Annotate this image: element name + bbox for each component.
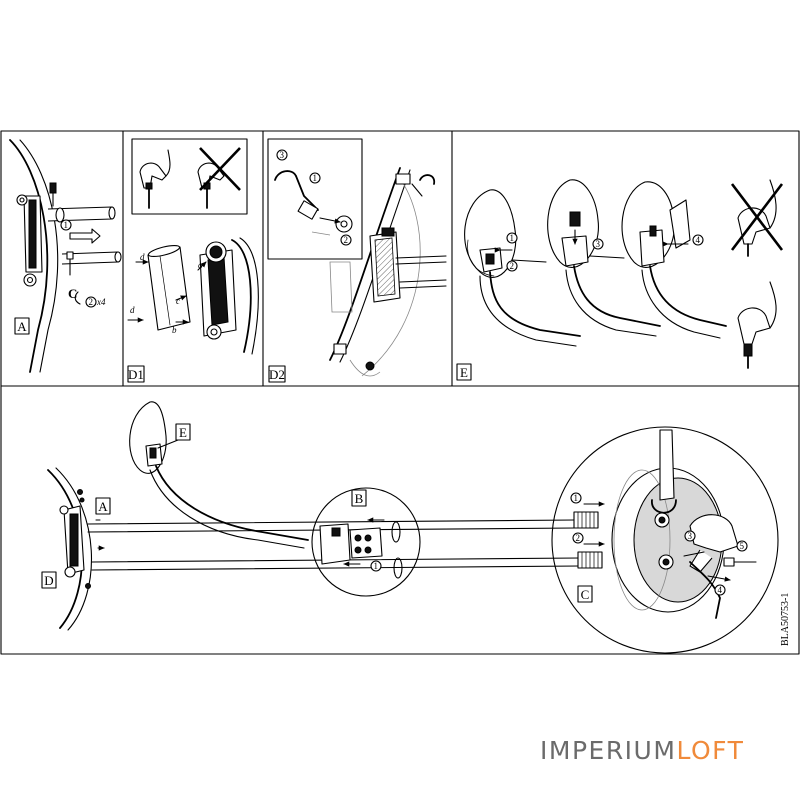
d2-step-3: 3 (280, 150, 285, 160)
d1-part-d-bottom: d (130, 305, 135, 315)
panel-d2-label: D2 (269, 367, 285, 382)
c-step-4: 4 (718, 585, 723, 595)
threaded-stud-bottom-icon (577, 551, 603, 569)
panel-a-label: A (17, 319, 27, 334)
main-assembly: A D E 1 (41, 401, 791, 654)
d2-lamp-housing (369, 227, 401, 303)
d1-part-b: b (172, 325, 177, 335)
d2-step-2: 2 (344, 235, 349, 245)
panel-a-label-box (14, 317, 30, 335)
main-left-fixture (47, 467, 92, 631)
screw-bottom-icon (66, 251, 74, 276)
wrench-icon (659, 429, 675, 501)
step-2-qty: 2 x4 (85, 296, 106, 308)
e-step-1: 1 (510, 233, 515, 243)
panel-e-label: E (460, 365, 468, 380)
d1-part-c: c (176, 296, 180, 306)
fluorescent-tube (147, 244, 191, 331)
assembly-b-label-box (351, 489, 367, 507)
hand-incorrect-e-icon (730, 179, 784, 257)
brand-logo-part2: LOFT (676, 736, 745, 765)
cross-out-icon (199, 147, 241, 191)
d2-inset-box (267, 138, 363, 260)
brand-logo-part1: IMPERIUM (540, 736, 677, 765)
panel-d2-label-box (268, 365, 286, 383)
screw-top-icon (49, 182, 57, 207)
assembly-e-label-box (175, 423, 191, 441)
clip-detail: 1 3 2 (274, 149, 353, 246)
quantity-label: x4 (96, 297, 106, 307)
main-reflector (129, 401, 309, 549)
assembly-a-label: A (98, 499, 108, 514)
document-code: BLA50753-1 (780, 593, 791, 646)
top-clip-icon (395, 173, 436, 197)
detail-circle-b: 1 (311, 487, 421, 597)
d1-lamp-housing (199, 237, 259, 355)
d1-inset-box (131, 138, 248, 215)
d1-part-d-top: d (140, 252, 145, 262)
b-step-1: 1 (374, 561, 379, 571)
panel-d1-label: D1 (128, 367, 144, 382)
reflector-step-1: 1 2 (464, 189, 581, 347)
support-tubes (47, 206, 122, 265)
assembly-d-label-box (41, 571, 57, 589)
panel-e: 1 2 3 4 (456, 179, 784, 381)
c-step-3: 3 (688, 531, 693, 541)
reflector-step-2: 3 (547, 179, 661, 337)
d2-step-1: 1 (313, 173, 318, 183)
panel-e-label-box (456, 363, 472, 381)
threaded-stud-top-icon (573, 511, 599, 529)
d1-part-a: a (198, 260, 203, 270)
assembly-c-label-box (577, 585, 593, 603)
assembly-e-label: E (179, 425, 187, 440)
e-step-4: 4 (696, 235, 701, 245)
panel-a: 1 C 2 x4 A (9, 139, 122, 373)
assembly-b-label: B (355, 491, 364, 506)
assembly-d-label: D (44, 573, 53, 588)
hand-incorrect-icon (197, 147, 241, 209)
e-step-3: 3 (596, 239, 601, 249)
assembly-c-label: C (581, 587, 590, 602)
c-step-2: 2 (576, 533, 581, 543)
panel-d1-label-box (127, 365, 145, 383)
step-number-2: 2 (89, 297, 94, 307)
brand-logo: IMPERIUMLOFT (540, 734, 744, 768)
step-1-arrow-icon: 1 (60, 219, 101, 244)
e-step-2: 2 (510, 261, 515, 271)
c-step-5: 5 (740, 541, 745, 551)
hand-correct-e-icon (737, 281, 777, 369)
lamp-housing (16, 194, 43, 287)
detail-circle-c: 1 2 4 5 3 (551, 426, 779, 654)
c-step-1: 1 (574, 493, 579, 503)
bottom-clip-icon (333, 343, 381, 377)
frame-grid (0, 130, 800, 655)
part-c-label: C (68, 286, 77, 301)
reflector-step-3: 4 (621, 181, 727, 339)
assembly-a-label-box (95, 497, 111, 515)
step-number-1: 1 (64, 220, 69, 230)
hand-correct-icon (139, 149, 171, 209)
panel-d2: 1 3 2 D2 (267, 138, 447, 383)
panel-d1: a b c d d D1 (127, 138, 259, 383)
